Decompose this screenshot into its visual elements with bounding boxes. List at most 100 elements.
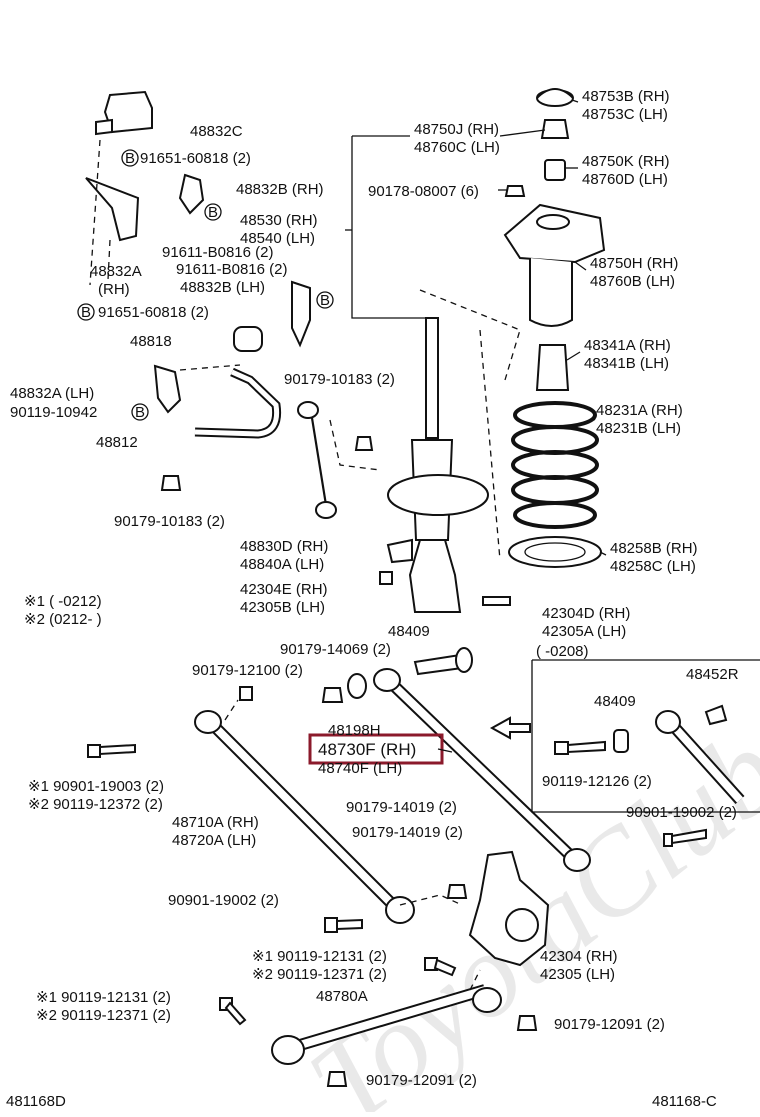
inset-detail-box bbox=[489, 659, 760, 813]
arm-bushing bbox=[385, 896, 415, 924]
cap-top bbox=[536, 88, 574, 99]
label: 48753C (LH) bbox=[582, 106, 668, 123]
label: 48341A (RH) bbox=[584, 337, 671, 354]
label: ※1 90901-19003 (2) bbox=[28, 778, 164, 795]
label: 48231B (LH) bbox=[596, 420, 681, 437]
label: 48258B (RH) bbox=[610, 540, 698, 557]
inset-bushing bbox=[655, 710, 681, 734]
bolt-90901-19002-b bbox=[336, 918, 363, 931]
guide-line bbox=[329, 419, 381, 471]
label: 91611-B0816 (2) bbox=[176, 261, 287, 278]
label: 48750J (RH) bbox=[414, 121, 499, 138]
bolt-90901-19002 bbox=[671, 828, 707, 845]
label: 48832A (LH) bbox=[10, 385, 94, 402]
arm-48780a-inner bbox=[288, 986, 487, 1052]
washer-48409 bbox=[455, 647, 473, 673]
guide-line bbox=[399, 894, 463, 906]
label: 42305A (LH) bbox=[542, 623, 626, 640]
coil-spring-48231 bbox=[511, 401, 599, 529]
nut-90178 bbox=[504, 185, 526, 197]
bracket-48832b-lh bbox=[291, 280, 311, 348]
bump-stop-48341 bbox=[535, 344, 570, 391]
bracket-48832c-tab bbox=[95, 118, 113, 136]
label: 90901-19002 (2) bbox=[168, 892, 279, 909]
label: 42304 (RH) bbox=[540, 948, 618, 965]
arm-bushing bbox=[472, 987, 502, 1013]
inset-border bbox=[531, 660, 760, 813]
label: 48840A (LH) bbox=[240, 556, 324, 573]
bolt-head bbox=[324, 917, 338, 933]
leader bbox=[574, 261, 587, 271]
label: 48720A (LH) bbox=[172, 832, 256, 849]
link-end-bottom bbox=[315, 501, 337, 519]
guide-line bbox=[89, 139, 101, 286]
nut-90179-14019 bbox=[446, 884, 468, 899]
bolt-90901-19003 bbox=[99, 743, 136, 756]
inset-date-note: ( -0208) bbox=[536, 643, 589, 660]
bushing-48818 bbox=[233, 326, 263, 352]
nut-90179-12091-b bbox=[326, 1071, 348, 1087]
stabilizer-bar-48812 bbox=[194, 367, 282, 439]
date-range-note-1: ※1 ( -0212) bbox=[24, 593, 102, 610]
upper-support-center bbox=[536, 214, 570, 230]
label: 48198H bbox=[328, 722, 381, 739]
link-end-top bbox=[297, 401, 319, 419]
stabilizer-bar-inner bbox=[194, 369, 280, 437]
bolt-head bbox=[554, 741, 569, 755]
inset-arm-inner bbox=[665, 717, 743, 803]
guide-line bbox=[179, 364, 241, 371]
bracket-48832c bbox=[103, 90, 153, 134]
nut-90179-12100 bbox=[239, 686, 253, 701]
label: 48258C (LH) bbox=[610, 558, 696, 575]
label: 90119-10942 bbox=[10, 404, 97, 421]
leader bbox=[499, 129, 546, 137]
leader bbox=[566, 351, 581, 361]
label: 48818 bbox=[130, 333, 172, 350]
upper-support-48750h bbox=[503, 203, 606, 264]
stabilizer-parts bbox=[85, 90, 381, 519]
label: 48832B (RH) bbox=[236, 181, 324, 198]
callout-leader bbox=[437, 748, 453, 753]
label: ※1 90119-12131 (2) bbox=[36, 989, 171, 1006]
label: 90179-12091 (2) bbox=[366, 1072, 477, 1089]
arm-48730f-inner bbox=[385, 677, 578, 863]
label: 48832A bbox=[90, 263, 142, 280]
b-marker: B bbox=[208, 204, 218, 221]
bolt-90119-12131 bbox=[433, 958, 457, 977]
bolt-90119-12126 bbox=[567, 740, 606, 754]
label: (RH) bbox=[98, 281, 130, 298]
label: 42304D (RH) bbox=[542, 605, 630, 622]
label: 48540 (LH) bbox=[240, 230, 315, 247]
cap-48452r bbox=[704, 704, 728, 726]
label: 90178-08007 (6) bbox=[368, 183, 479, 200]
date-range-note-2: ※2 (0212- ) bbox=[24, 611, 102, 628]
label: 90179-12100 (2) bbox=[192, 662, 303, 679]
shock-knuckle-bracket bbox=[408, 539, 462, 613]
spring-seat-48258 bbox=[508, 536, 602, 568]
label: 48832B (LH) bbox=[180, 279, 265, 296]
spring-seat-inner bbox=[524, 542, 586, 562]
label: 48812 bbox=[96, 434, 138, 451]
nut-90179-10183-b bbox=[160, 475, 182, 491]
leader bbox=[591, 417, 596, 421]
label: 48830D (RH) bbox=[240, 538, 328, 555]
diagram-code-right: 481168-C bbox=[652, 1093, 717, 1110]
brake-bracket bbox=[386, 538, 413, 564]
strut-assembly bbox=[379, 88, 606, 613]
label: 90179-12091 (2) bbox=[554, 1016, 665, 1033]
bolt-42304e bbox=[379, 571, 393, 585]
leader-bracket bbox=[351, 136, 426, 319]
label: 91651-60818 (2) bbox=[140, 150, 251, 167]
nut-90179-12091 bbox=[516, 1015, 538, 1031]
inset-arrow bbox=[489, 716, 531, 740]
b-marker: B bbox=[125, 150, 135, 167]
guide-line bbox=[107, 239, 111, 281]
leader bbox=[599, 551, 607, 556]
b-markers: B B B B B bbox=[77, 149, 334, 421]
label: 90179-14069 (2) bbox=[280, 641, 391, 658]
b-marker: B bbox=[135, 404, 145, 421]
label: 48710A (RH) bbox=[172, 814, 259, 831]
label: 90179-14019 (2) bbox=[352, 824, 463, 841]
label: 48409 bbox=[388, 623, 430, 640]
guide-line bbox=[419, 289, 521, 381]
